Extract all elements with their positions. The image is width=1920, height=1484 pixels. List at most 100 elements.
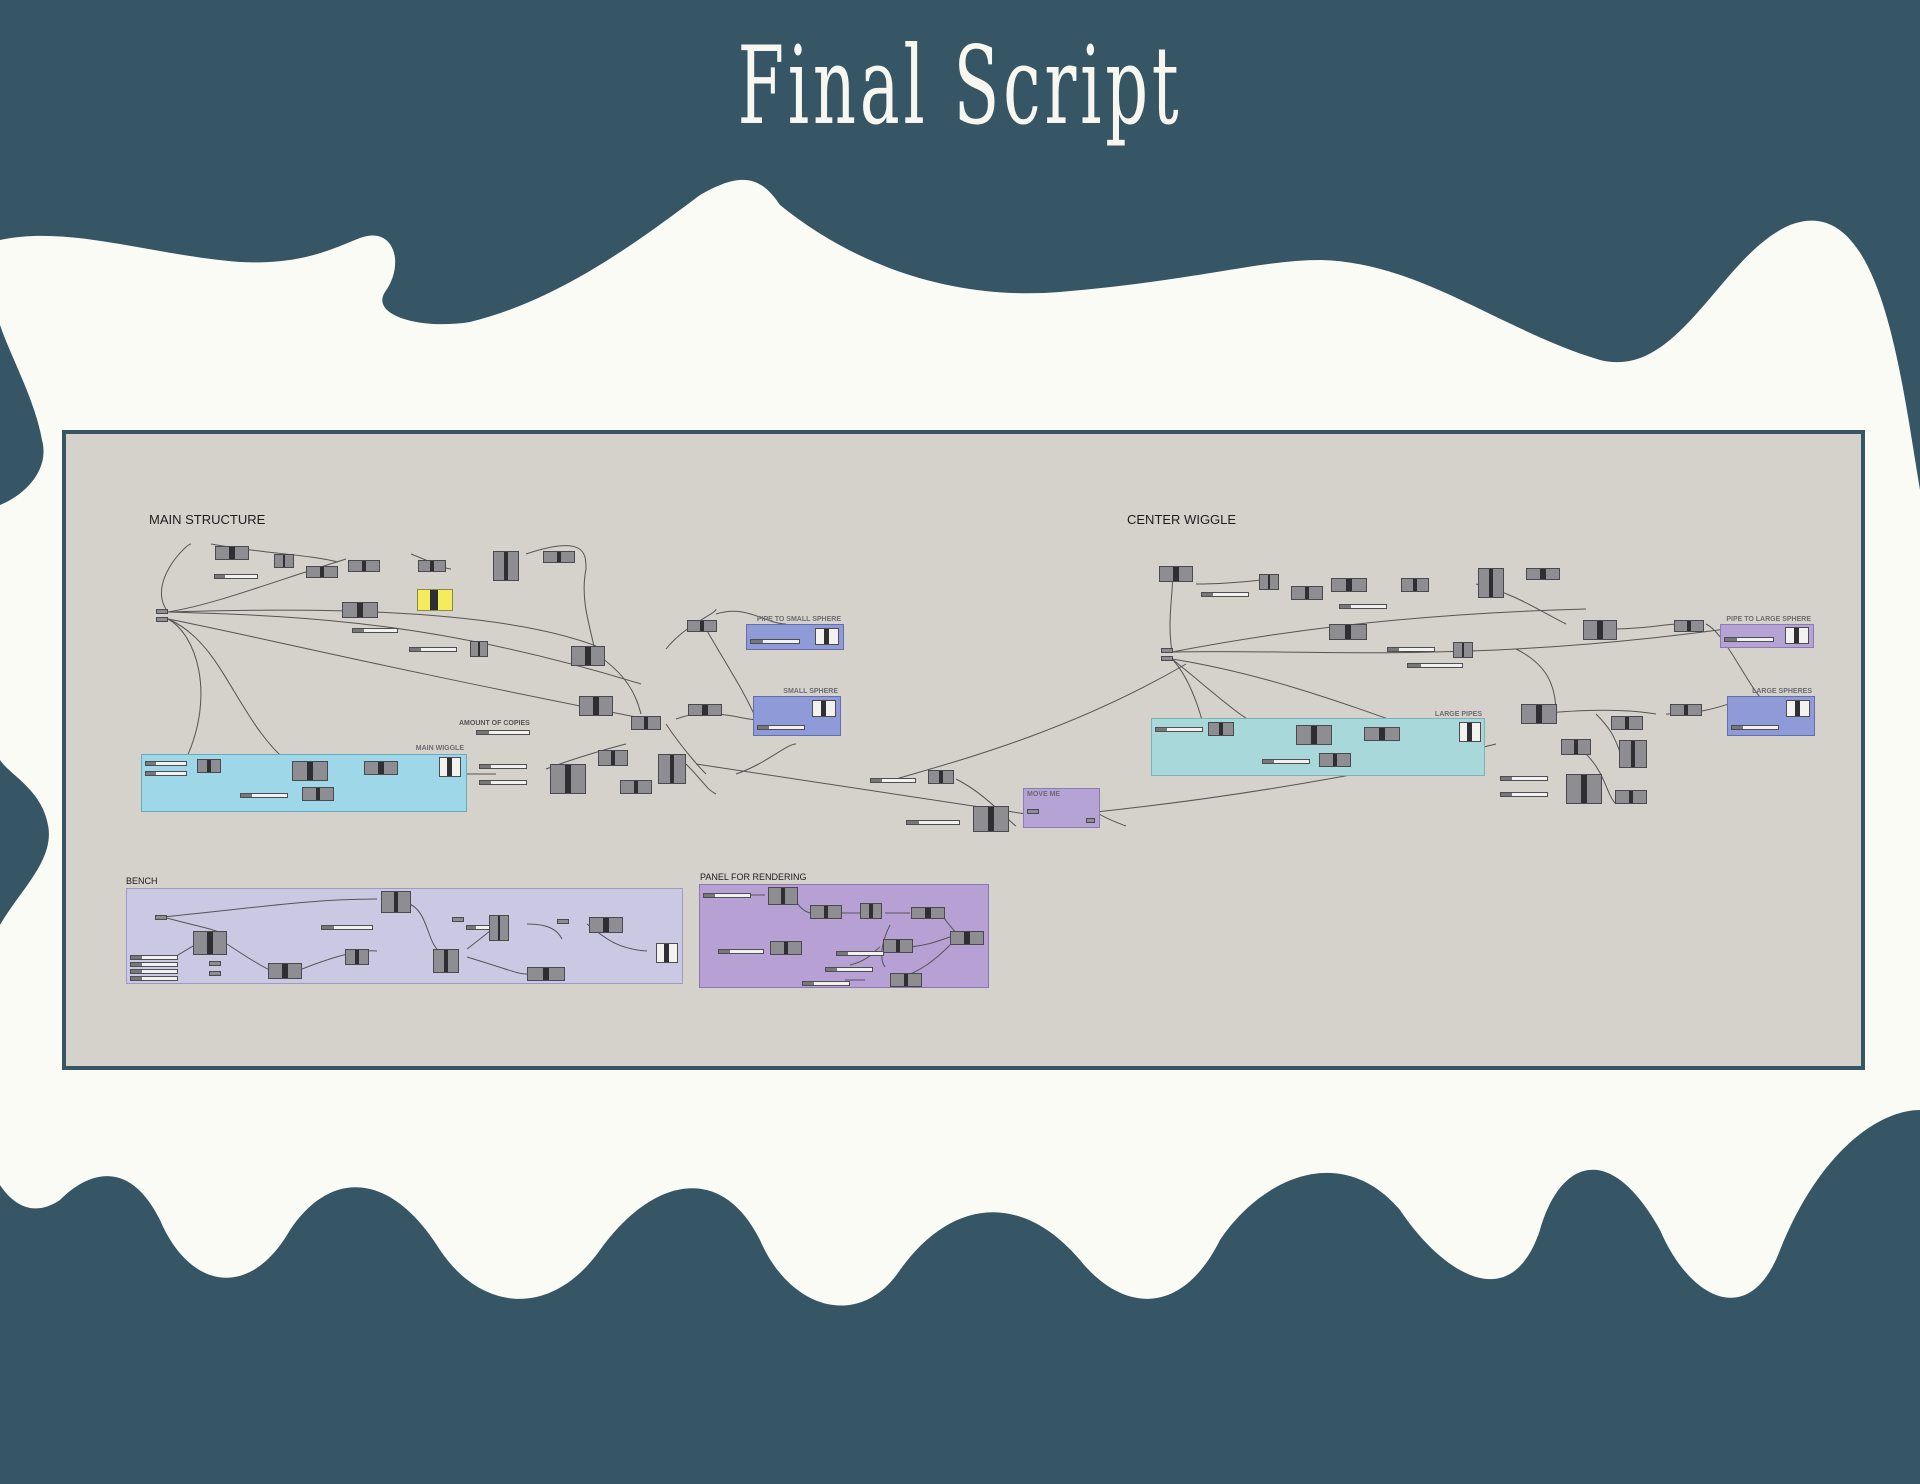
component-node[interactable] xyxy=(1526,568,1560,580)
number-slider[interactable] xyxy=(130,976,178,981)
component-node[interactable] xyxy=(688,704,722,716)
component-node[interactable] xyxy=(489,915,509,941)
param-input[interactable] xyxy=(557,919,569,924)
component-node[interactable] xyxy=(631,716,661,730)
component-node[interactable] xyxy=(364,761,398,775)
output-panel[interactable] xyxy=(812,700,836,717)
group-main-wiggle[interactable]: MAIN WIGGLE xyxy=(141,745,467,812)
component-node[interactable] xyxy=(620,780,652,794)
component-node[interactable] xyxy=(348,560,380,572)
component-node[interactable] xyxy=(928,770,954,784)
output-panel[interactable] xyxy=(1786,700,1810,717)
component-node[interactable] xyxy=(550,764,586,794)
component-node[interactable] xyxy=(1208,722,1234,736)
component-node[interactable] xyxy=(470,641,488,657)
param-input[interactable] xyxy=(209,961,221,966)
component-node[interactable] xyxy=(193,931,227,955)
number-slider[interactable] xyxy=(757,725,805,730)
component-node[interactable] xyxy=(302,787,334,801)
component-node[interactable] xyxy=(527,967,565,981)
param-input[interactable] xyxy=(1161,648,1173,653)
component-node[interactable] xyxy=(274,554,294,568)
component-node[interactable] xyxy=(197,759,221,773)
component-node[interactable] xyxy=(1453,642,1473,658)
component-node[interactable] xyxy=(860,903,882,919)
component-node[interactable] xyxy=(1561,739,1591,755)
component-node[interactable] xyxy=(658,754,686,784)
number-slider[interactable] xyxy=(1500,792,1548,797)
number-slider[interactable] xyxy=(479,780,527,785)
group-panel-for-rendering[interactable] xyxy=(699,884,989,988)
amount-of-copies-slider[interactable] xyxy=(476,730,530,735)
component-node[interactable] xyxy=(890,973,922,987)
component-node[interactable] xyxy=(911,907,945,919)
component-node[interactable] xyxy=(1611,716,1643,730)
component-node[interactable] xyxy=(1401,578,1429,592)
number-slider[interactable] xyxy=(1201,592,1249,597)
number-slider[interactable] xyxy=(906,820,960,825)
number-slider[interactable] xyxy=(802,981,850,986)
component-node[interactable] xyxy=(687,620,717,632)
component-node[interactable] xyxy=(345,949,369,965)
output-panel[interactable] xyxy=(656,943,678,963)
number-slider[interactable] xyxy=(145,761,187,766)
number-slider[interactable] xyxy=(1731,725,1779,730)
group-pipe-to-large-sphere[interactable]: PIPE TO LARGE SPHERE xyxy=(1720,616,1814,648)
component-node[interactable] xyxy=(1583,620,1617,640)
component-node[interactable] xyxy=(579,696,613,716)
number-slider[interactable] xyxy=(1724,637,1774,642)
param-input[interactable] xyxy=(209,971,221,976)
yellow-panel[interactable] xyxy=(417,589,453,611)
component-node[interactable] xyxy=(306,566,338,578)
number-slider[interactable] xyxy=(750,639,800,644)
number-slider[interactable] xyxy=(352,628,398,633)
param-input[interactable] xyxy=(156,609,168,614)
component-node[interactable] xyxy=(1674,620,1704,632)
number-slider[interactable] xyxy=(718,949,764,954)
number-slider[interactable] xyxy=(1339,604,1387,609)
component-node[interactable] xyxy=(950,931,984,945)
number-slider[interactable] xyxy=(1155,727,1203,732)
component-node[interactable] xyxy=(1331,578,1367,592)
number-slider[interactable] xyxy=(825,967,873,972)
component-node[interactable] xyxy=(1364,727,1400,741)
component-node[interactable] xyxy=(883,939,913,953)
component-node[interactable] xyxy=(571,646,605,666)
component-node[interactable] xyxy=(770,941,802,955)
component-node[interactable] xyxy=(215,546,249,560)
component-node[interactable] xyxy=(543,551,575,563)
param-input[interactable] xyxy=(156,617,168,622)
component-node[interactable] xyxy=(342,602,378,618)
component-node[interactable] xyxy=(381,891,411,913)
component-node[interactable] xyxy=(768,887,798,905)
component-node[interactable] xyxy=(598,750,628,766)
number-slider[interactable] xyxy=(214,574,258,579)
component-node[interactable] xyxy=(1329,624,1367,640)
component-node[interactable] xyxy=(1670,704,1702,716)
component-node[interactable] xyxy=(433,949,459,973)
group-large-spheres[interactable]: LARGE SPHERES xyxy=(1727,688,1815,736)
number-slider[interactable] xyxy=(1500,776,1548,781)
component-node[interactable] xyxy=(1566,774,1602,804)
param-input[interactable] xyxy=(452,917,464,922)
output-panel[interactable] xyxy=(1459,722,1481,742)
number-slider[interactable] xyxy=(145,771,187,776)
number-slider[interactable] xyxy=(1262,759,1310,764)
param-input[interactable] xyxy=(1161,656,1173,661)
component-node[interactable] xyxy=(1521,704,1557,724)
number-slider[interactable] xyxy=(1387,647,1435,652)
group-move-me[interactable]: MOVE ME xyxy=(1023,788,1100,828)
component-node[interactable] xyxy=(418,560,446,572)
component-node[interactable] xyxy=(589,917,623,933)
number-slider[interactable] xyxy=(1407,663,1463,668)
output-panel[interactable] xyxy=(815,628,839,645)
number-slider[interactable] xyxy=(240,793,288,798)
number-slider[interactable] xyxy=(130,969,178,974)
component-node[interactable] xyxy=(1159,566,1193,582)
component-node[interactable] xyxy=(1319,753,1351,767)
group-pipe-to-small-sphere[interactable]: PIPE TO SMALL SPHERE xyxy=(746,616,844,650)
number-slider[interactable] xyxy=(836,951,884,956)
param-output[interactable] xyxy=(1086,818,1095,823)
component-node[interactable] xyxy=(292,761,328,781)
component-node[interactable] xyxy=(973,806,1009,832)
